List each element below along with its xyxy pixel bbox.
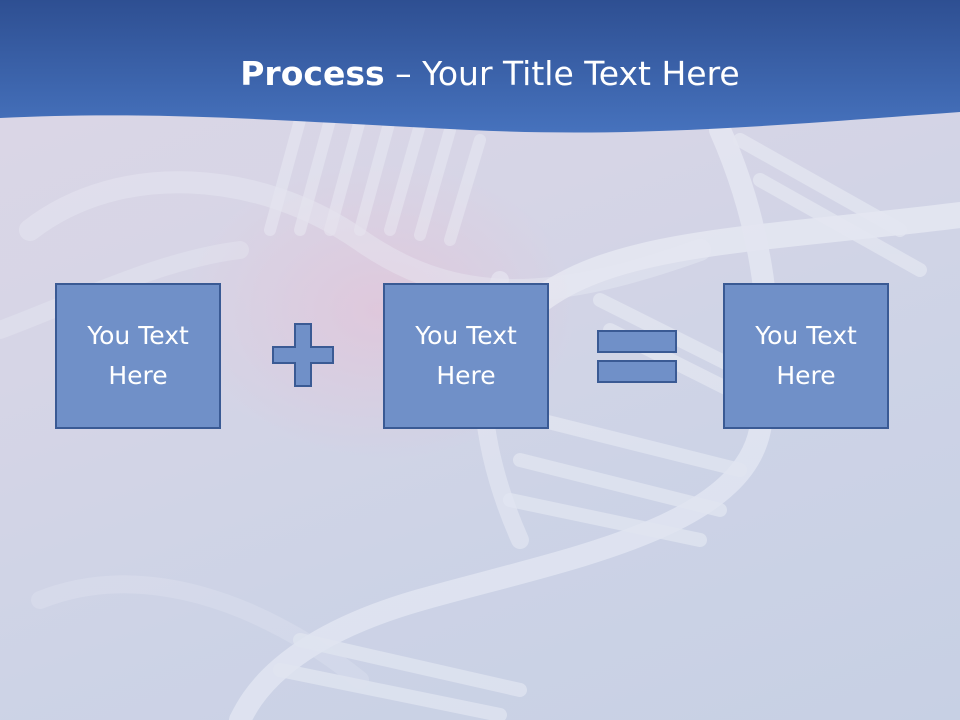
title-banner [0, 0, 960, 133]
equals-icon [597, 330, 677, 383]
process-box-2[interactable]: You Text Here [383, 283, 549, 429]
plus-icon [272, 323, 334, 387]
process-box-1-text: You Text Here [87, 321, 189, 390]
slide-title: Process – Your Title Text Here [0, 52, 960, 96]
process-box-3[interactable]: You Text Here [723, 283, 889, 429]
process-box-3-text: You Text Here [755, 321, 857, 390]
process-box-1[interactable]: You Text Here [55, 283, 221, 429]
title-rest: – Your Title Text Here [384, 54, 740, 93]
process-box-2-text: You Text Here [415, 321, 517, 390]
title-bold: Process [240, 54, 385, 93]
